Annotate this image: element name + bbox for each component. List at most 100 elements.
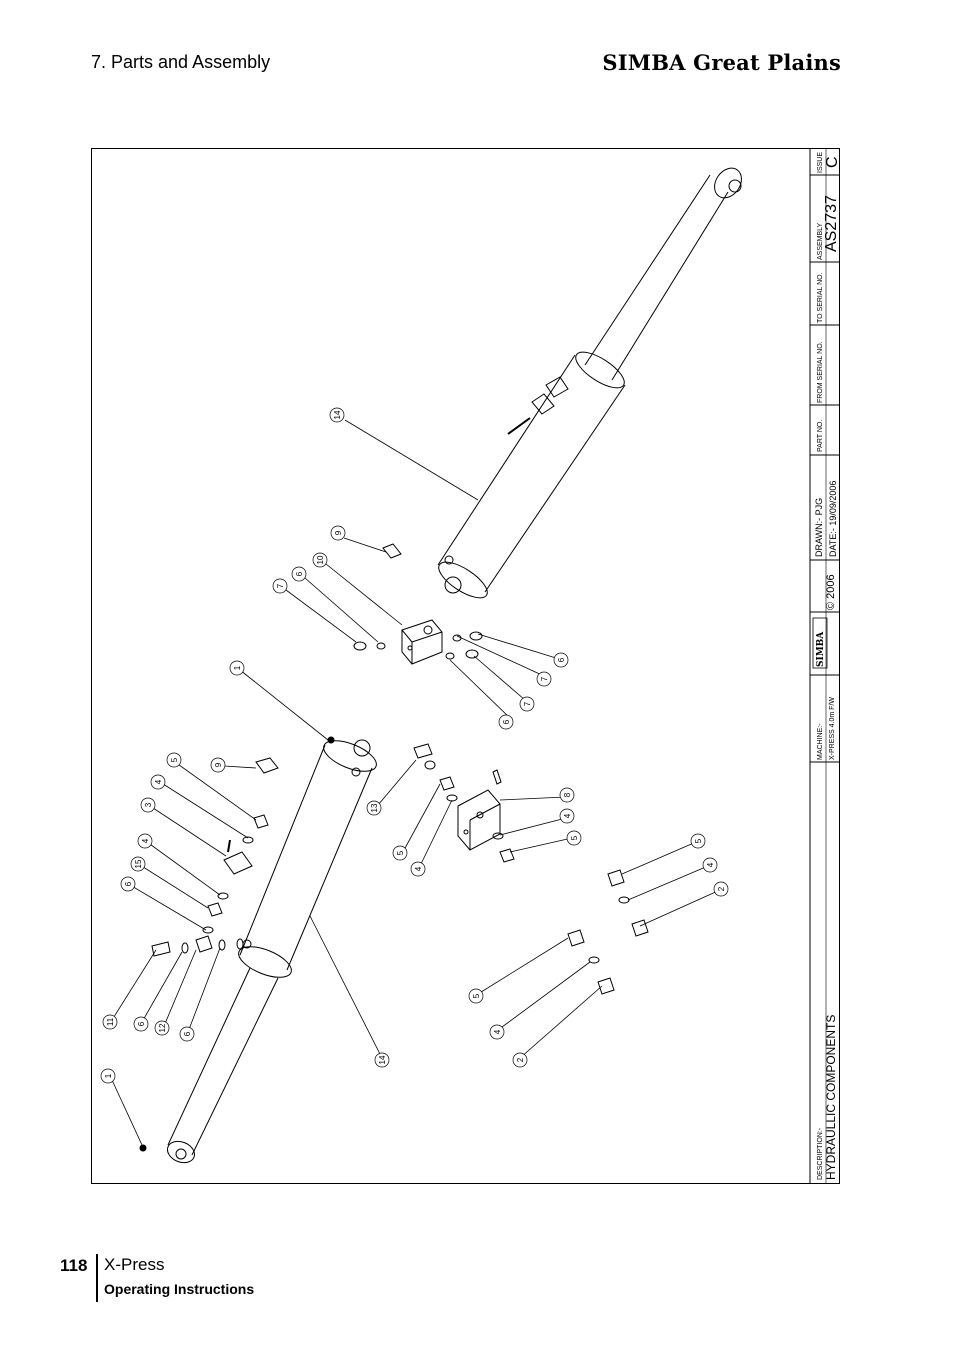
drawn: DRAWN:- PJG [814, 498, 824, 557]
callout: 6 [120, 876, 136, 892]
svg-text:3: 3 [144, 802, 153, 807]
callout: 7 [519, 696, 535, 712]
callout: 5 [468, 988, 484, 1004]
svg-text:4: 4 [414, 866, 423, 871]
callout: 4 [410, 861, 426, 877]
svg-text:5: 5 [694, 838, 703, 843]
svg-text:4: 4 [563, 813, 572, 818]
svg-text:6: 6 [124, 881, 133, 886]
svg-text:1: 1 [104, 1073, 113, 1078]
callout: 11 [102, 1014, 118, 1030]
part-no-label: PART NO. [817, 420, 824, 452]
callout: 1 [100, 1068, 116, 1084]
svg-text:4: 4 [154, 779, 163, 784]
svg-text:4: 4 [493, 1029, 502, 1034]
callout: 8 [559, 787, 575, 803]
machine-label: MACHINE:- [817, 723, 824, 760]
callout: 1 [229, 660, 245, 676]
svg-text:5: 5 [396, 850, 405, 855]
left-fittings [151, 757, 279, 957]
title-block: DESCRIPTION:- HYDRAULLIC COMPONENTS MACH… [812, 152, 841, 1180]
svg-text:5: 5 [570, 835, 579, 840]
svg-text:9: 9 [334, 530, 343, 535]
svg-text:10: 10 [316, 555, 325, 564]
description-label: DESCRIPTION:- [817, 1127, 824, 1180]
callout: 9 [330, 525, 346, 541]
svg-text:6: 6 [183, 1031, 192, 1036]
from-serial-label: FROM SERIAL NO. [817, 341, 824, 403]
svg-text:5: 5 [472, 993, 481, 998]
valve-block-upper [353, 543, 483, 665]
svg-text:14: 14 [378, 1055, 387, 1064]
page-number: 118 [60, 1256, 88, 1275]
product-name: X-Press [104, 1255, 165, 1274]
svg-text:2: 2 [516, 1057, 525, 1062]
svg-text:12: 12 [158, 1023, 167, 1032]
simba-logo-icon [812, 617, 828, 669]
svg-text:2: 2 [717, 886, 726, 891]
callout: 6 [179, 1026, 195, 1042]
callout: 4 [489, 1024, 505, 1040]
right-fittings [567, 869, 649, 995]
callout: 14 [329, 407, 345, 423]
svg-text:6: 6 [295, 571, 304, 576]
assembly-number: AS2737 [823, 195, 840, 252]
callout: 4 [137, 833, 153, 849]
callout: 10 [312, 552, 328, 568]
leader-lines [111, 419, 721, 1146]
upper-cylinder [437, 167, 742, 599]
assembly-label: ASSEMBLY [817, 222, 824, 260]
brand-logo: SIMBA Great Plains [602, 50, 841, 75]
callout: 7 [536, 671, 552, 687]
drawing-frame [91, 148, 840, 1184]
svg-text:7: 7 [540, 676, 549, 681]
callout: 4 [150, 774, 166, 790]
svg-text:14: 14 [333, 410, 342, 419]
svg-text:15: 15 [134, 859, 143, 868]
issue-label: ISSUE [817, 152, 824, 173]
callout: 6 [291, 566, 307, 582]
svg-text:5: 5 [170, 757, 179, 762]
lower-cylinder [139, 736, 377, 1164]
callout: 3 [140, 797, 156, 813]
callout: 2 [512, 1052, 528, 1068]
svg-text:1: 1 [233, 665, 242, 670]
svg-text:8: 8 [563, 792, 572, 797]
svg-text:9: 9 [214, 762, 223, 767]
callout: 14 [374, 1052, 390, 1068]
section-title: 7. Parts and Assembly [91, 52, 271, 72]
svg-text:4: 4 [706, 862, 715, 867]
logo-text: SIMBA [816, 631, 826, 667]
svg-text:6: 6 [502, 719, 511, 724]
svg-text:13: 13 [370, 803, 379, 812]
issue: C [824, 156, 841, 168]
callout-bubbles: 14 9 10 6 7 6 7 7 6 1 5 4 3 4 15 6 9 13 … [100, 407, 729, 1084]
date: DATE:- 19/09/2006 [828, 481, 838, 557]
svg-text:11: 11 [106, 1017, 115, 1026]
callout: 4 [559, 808, 575, 824]
svg-text:7: 7 [276, 583, 285, 588]
callout: 4 [702, 857, 718, 873]
callout: 13 [366, 800, 382, 816]
callout: 5 [166, 752, 182, 768]
callout: 15 [130, 856, 146, 872]
callout: 2 [713, 881, 729, 897]
callout: 5 [566, 830, 582, 846]
copyright: © 2006 [825, 574, 837, 610]
svg-text:4: 4 [141, 838, 150, 843]
footer-divider [96, 1254, 98, 1302]
description: HYDRAULLIC COMPONENTS [824, 1015, 838, 1180]
callout: 6 [553, 652, 569, 668]
svg-text:7: 7 [523, 701, 532, 706]
manual-subtitle: Operating Instructions [104, 1281, 255, 1297]
machine: X-PRESS 4.0m F/W [829, 697, 836, 760]
callout: 6 [498, 714, 514, 730]
callout: 9 [210, 757, 226, 773]
valve-block-center [413, 743, 515, 863]
svg-text:6: 6 [557, 657, 566, 662]
callout: 6 [133, 1016, 149, 1032]
callout: 12 [154, 1020, 170, 1036]
callout: 5 [690, 833, 706, 849]
svg-text:6: 6 [137, 1021, 146, 1026]
